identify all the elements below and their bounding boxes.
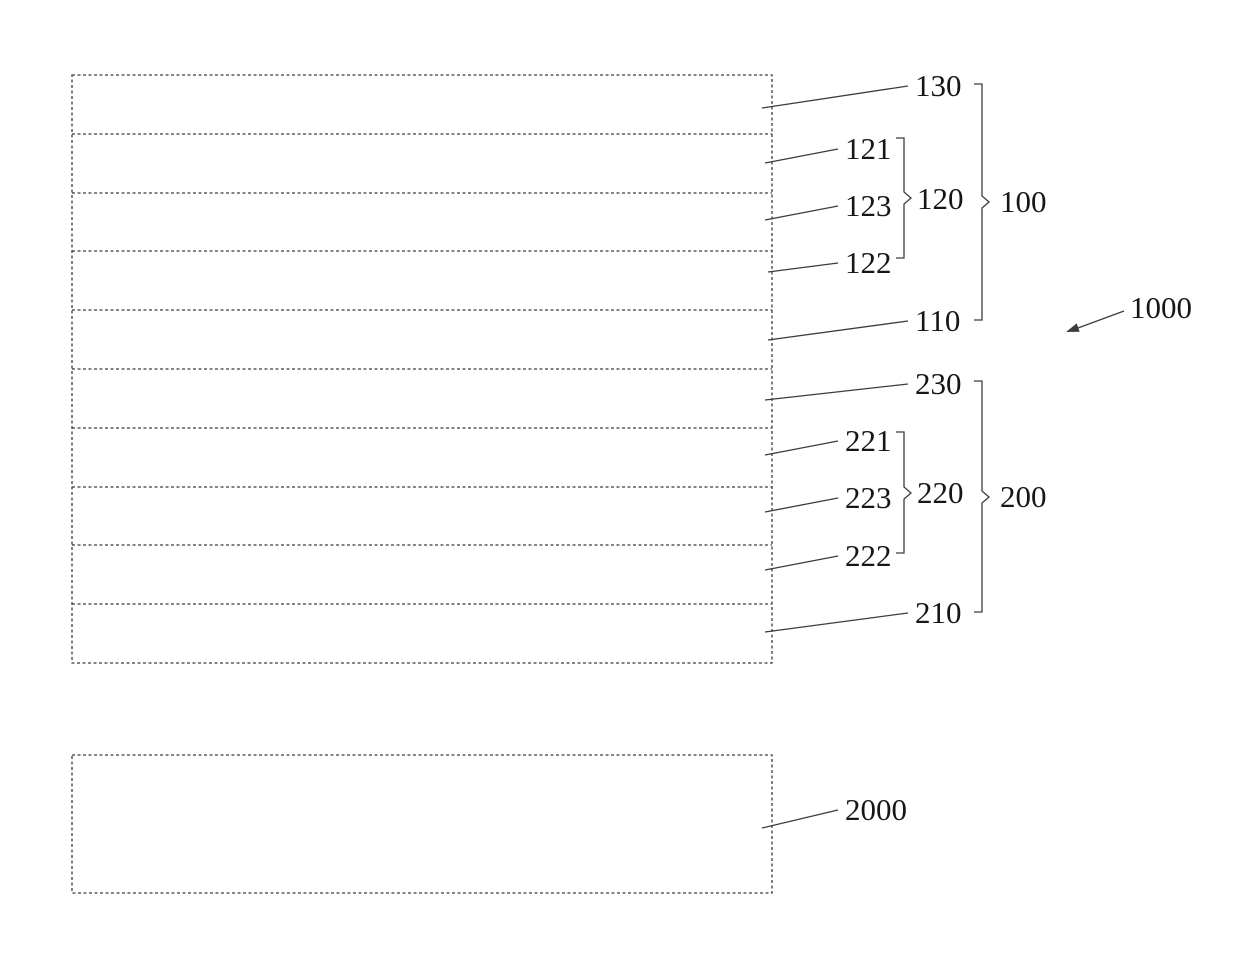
leader-line-223 xyxy=(764,497,839,513)
assembly-leader-line xyxy=(1077,310,1125,329)
leader-line-110 xyxy=(767,320,909,341)
label-2000: 2000 xyxy=(845,792,907,827)
leader-line-222 xyxy=(764,555,839,571)
label-110: 110 xyxy=(915,303,960,338)
label-223: 223 xyxy=(845,480,892,515)
leader-line-122 xyxy=(767,262,839,273)
label-230: 230 xyxy=(915,366,962,401)
leader-line-121 xyxy=(764,148,839,164)
leader-line-123 xyxy=(764,205,839,221)
label-222: 222 xyxy=(845,538,892,573)
leader-line-210 xyxy=(764,612,909,633)
bracket-120 xyxy=(896,137,912,259)
label-121: 121 xyxy=(845,131,892,166)
label-221: 221 xyxy=(845,423,892,458)
leader-line-221 xyxy=(764,440,839,456)
label-123: 123 xyxy=(845,188,892,223)
label-120: 120 xyxy=(917,181,964,216)
leader-line-2000 xyxy=(761,809,839,829)
substrate-outline xyxy=(71,754,773,894)
label-100: 100 xyxy=(1000,184,1047,219)
bracket-220 xyxy=(896,431,912,554)
bracket-100 xyxy=(974,83,990,321)
label-210: 210 xyxy=(915,595,962,630)
label-220: 220 xyxy=(917,475,964,510)
label-130: 130 xyxy=(915,68,962,103)
label-1000: 1000 xyxy=(1130,290,1192,325)
leader-line-130 xyxy=(761,85,909,109)
bracket-200 xyxy=(974,380,990,613)
leader-line-230 xyxy=(764,383,909,401)
label-122: 122 xyxy=(845,245,892,280)
label-200: 200 xyxy=(1000,479,1047,514)
assembly-arrowhead-icon xyxy=(1066,323,1080,332)
